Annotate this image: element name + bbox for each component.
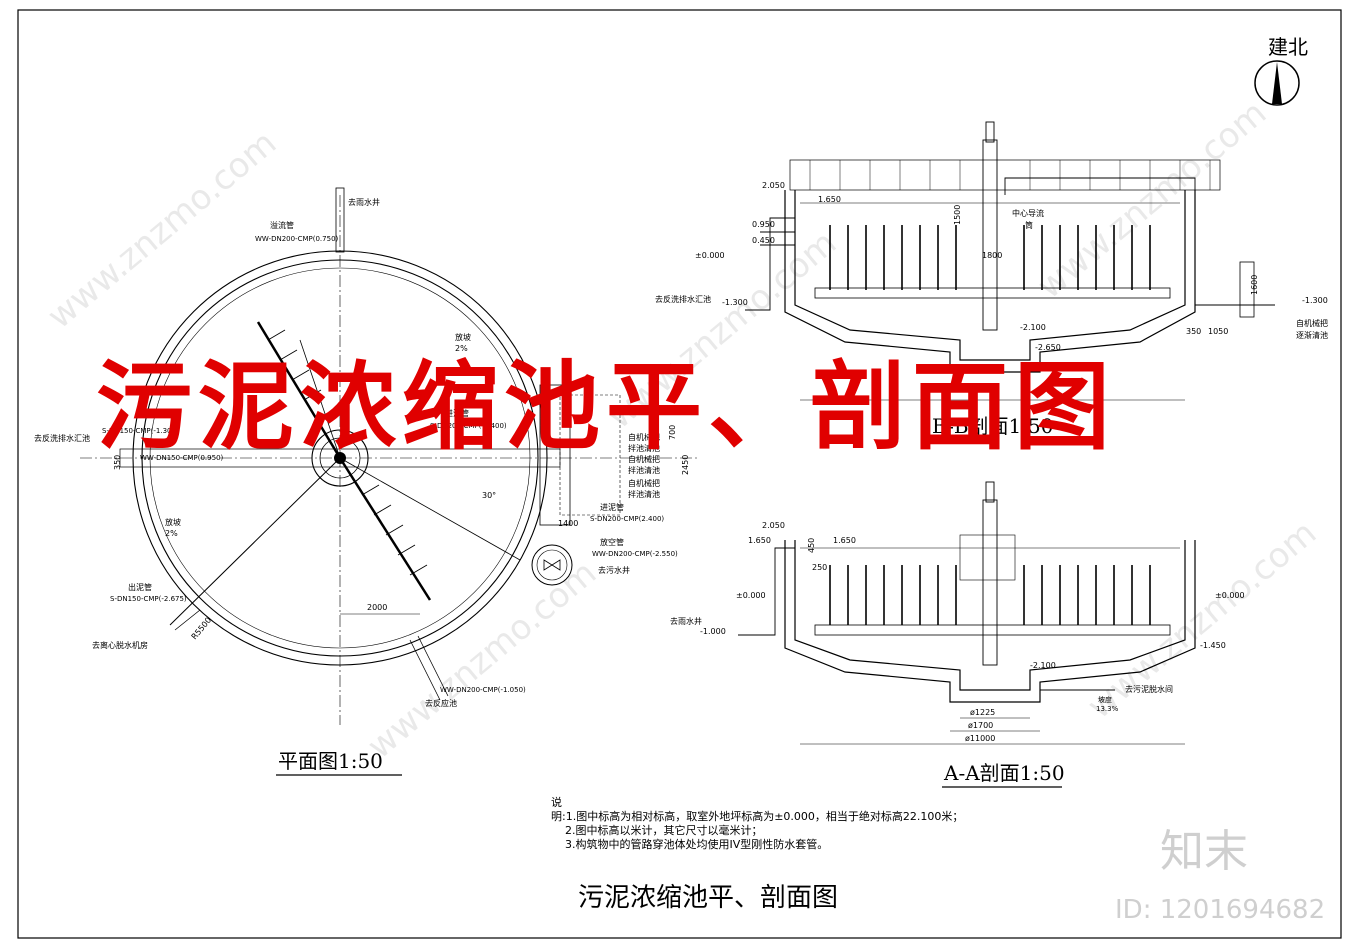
label-inlet-spec2: S-DN200-CMP(2.400) xyxy=(590,515,664,523)
aa-el-0000-r: ±0.000 xyxy=(1215,591,1245,600)
aa-el-m1000: -1.000 xyxy=(700,627,726,636)
aa-el-1650: 1.650 xyxy=(748,536,771,545)
bb-dim-1050: 1050 xyxy=(1208,327,1228,336)
label-backwash-spec: S-DN150-CMP(-1.300) xyxy=(102,427,179,435)
plan-view: 去雨水井 溢流管 WW-DN200-CMP(0.750) 放坡 2% 去反洗排水… xyxy=(34,187,700,776)
label-inlet-pipe: 进泥管 xyxy=(445,408,469,418)
label-auto-rack-1: 自机械把 xyxy=(628,432,660,442)
label-dim-2000: 2000 xyxy=(367,603,387,612)
notes-line-2: 2.图中标高以米计，其它尺寸以毫米计； xyxy=(565,823,763,837)
label-overflow-pipe: 溢流管 xyxy=(270,220,294,230)
label-slope-top-pct: 2% xyxy=(455,344,468,353)
label-to-rain-well: 去雨水井 xyxy=(348,197,380,207)
label-slope-bottom-pct: 2% xyxy=(165,529,178,538)
notes-line-1: 明:1.图中标高为相对标高，取室外地坪标高为±0.000，相当于绝对标高22.1… xyxy=(551,809,963,823)
aa-to-rain-well: 去雨水井 xyxy=(670,616,702,626)
north-arrow-icon xyxy=(1272,62,1282,104)
label-vent-pipe: 放空管 xyxy=(600,537,624,547)
label-inlet-spec: S-DN200-CMP(-1.400) xyxy=(430,422,507,430)
aa-el-2050: 2.050 xyxy=(762,521,785,530)
label-slope-top: 放坡 xyxy=(455,332,471,342)
bb-el-1650: 1.650 xyxy=(818,195,841,204)
section-aa-title: A-A剖面1:50 xyxy=(943,761,1065,785)
label-radius: R5500 xyxy=(190,616,214,642)
aa-el-m1450: -1.450 xyxy=(1200,641,1226,650)
bb-auto-rack: 自机械把 xyxy=(1296,318,1328,328)
label-to-sewage-well: 去污水井 xyxy=(598,565,630,575)
label-auto-rack-2: 自机械把 xyxy=(628,454,660,464)
label-to-centrifuge: 去离心脱水机房 xyxy=(92,640,148,650)
north-arrow: 建北 xyxy=(1254,35,1308,106)
label-auto-rack-1b: 拌池清池 xyxy=(628,443,660,453)
bb-el-0950: 0.950 xyxy=(752,220,775,229)
bb-el-m2650: -2.650 xyxy=(1035,343,1061,352)
label-bottom-spec: WW-DN200-CMP(-1.050) xyxy=(440,686,526,694)
label-slope-bottom: 放坡 xyxy=(165,517,181,527)
id-watermark: ID: 1201694682 xyxy=(1115,895,1325,925)
tank-outer-wall xyxy=(132,250,548,666)
aa-el-m2100: -2.100 xyxy=(1030,661,1056,670)
bb-el-0450: 0.450 xyxy=(752,236,775,245)
bb-auto-rack-b: 逐渐清池 xyxy=(1296,330,1328,340)
aa-dia-1700: ø1700 xyxy=(968,721,993,730)
notes-block: 说 明:1.图中标高为相对标高，取室外地坪标高为±0.000，相当于绝对标高22… xyxy=(551,795,963,851)
watermark-site: www.znzmo.com xyxy=(40,123,284,337)
label-to-reaction: 去反应池 xyxy=(425,698,457,708)
bb-dim-350: 350 xyxy=(1186,327,1201,336)
sheet-border xyxy=(17,9,1342,939)
aa-slope: 坡度 xyxy=(1098,695,1112,704)
label-auto-rack-2b: 拌池清池 xyxy=(628,465,660,475)
aa-to-dewater: 去污泥脱水间 xyxy=(1125,684,1173,694)
watermark-site: www.znzmo.com xyxy=(1080,513,1324,727)
label-dim-700: 700 xyxy=(668,425,677,440)
bb-el-m1300: -1.300 xyxy=(722,298,748,307)
bb-dim-1500: 1500 xyxy=(953,205,962,225)
watermark-site: www.znzmo.com xyxy=(360,553,604,767)
label-to-backwash: 去反洗排水汇池 xyxy=(34,433,90,443)
section-aa: 2.050 1.650 1.650 450 250 ±0.000 ±0.000 … xyxy=(670,481,1245,788)
bb-center-tube: 中心导流 xyxy=(1012,208,1044,218)
plan-title: 平面图1:50 xyxy=(278,749,383,773)
aa-slope-pct: 13.3% xyxy=(1096,705,1119,713)
aa-dia-11000: ø11000 xyxy=(965,734,995,743)
notes-line-3: 3.构筑物中的管路穿池体处均使用IV型刚性防水套管。 xyxy=(565,837,828,851)
bb-el-m2100: -2.100 xyxy=(1020,323,1046,332)
bb-to-backwash: 去反洗排水汇池 xyxy=(655,294,711,304)
bb-tube: 筒 xyxy=(1025,220,1033,230)
notes-heading: 说 xyxy=(551,795,562,809)
label-vent-spec: WW-DN200-CMP(-2.550) xyxy=(592,550,678,558)
center-hub xyxy=(311,429,369,487)
label-outlet-spec: S-DN150-CMP(-2.675) xyxy=(110,595,187,603)
aa-dia-1225: ø1225 xyxy=(970,708,995,717)
brand-watermark: 知末 xyxy=(1160,826,1248,877)
bb-el-r-m1300: -1.300 xyxy=(1302,296,1328,305)
section-bb-title: B-B剖面1:50 xyxy=(932,414,1053,438)
label-dim-1400: 1400 xyxy=(558,519,578,528)
aa-dim-450: 450 xyxy=(807,538,816,553)
overlay-title: 污泥浓缩池平、剖面图 xyxy=(96,350,1116,463)
label-overflow-spec: WW-DN200-CMP(0.750) xyxy=(255,235,339,243)
bb-dim-1600: 1600 xyxy=(1250,275,1259,295)
label-dim-2450: 2450 xyxy=(681,455,690,475)
aa-el-1650b: 1.650 xyxy=(833,536,856,545)
bb-el-0000: ±0.000 xyxy=(695,251,725,260)
label-inlet-pipe2: 进泥管 xyxy=(600,502,624,512)
tank-inner-wall xyxy=(141,259,539,657)
label-outlet-pipe: 出泥管 xyxy=(128,582,152,592)
watermark-site: www.znzmo.com xyxy=(1030,93,1274,307)
bb-el-2050: 2.050 xyxy=(762,181,785,190)
aa-dim-250: 250 xyxy=(812,563,827,572)
drawing-title: 污泥浓缩池平、剖面图 xyxy=(578,883,838,913)
label-dim-350: 350 xyxy=(113,455,122,470)
label-angle: 30° xyxy=(482,491,496,500)
north-label: 建北 xyxy=(1268,35,1308,59)
bb-dim-1800: 1800 xyxy=(982,251,1002,260)
label-backwash-spec2: WW-DN150-CMP(0.950) xyxy=(140,454,224,462)
label-auto-rack-3b: 拌池清池 xyxy=(628,489,660,499)
section-bb: 2.050 1.650 0.950 0.450 ±0.000 去反洗排水汇池 -… xyxy=(655,121,1328,438)
aa-el-0000-l: ±0.000 xyxy=(736,591,766,600)
label-auto-rack-3: 自机械把 xyxy=(628,478,660,488)
